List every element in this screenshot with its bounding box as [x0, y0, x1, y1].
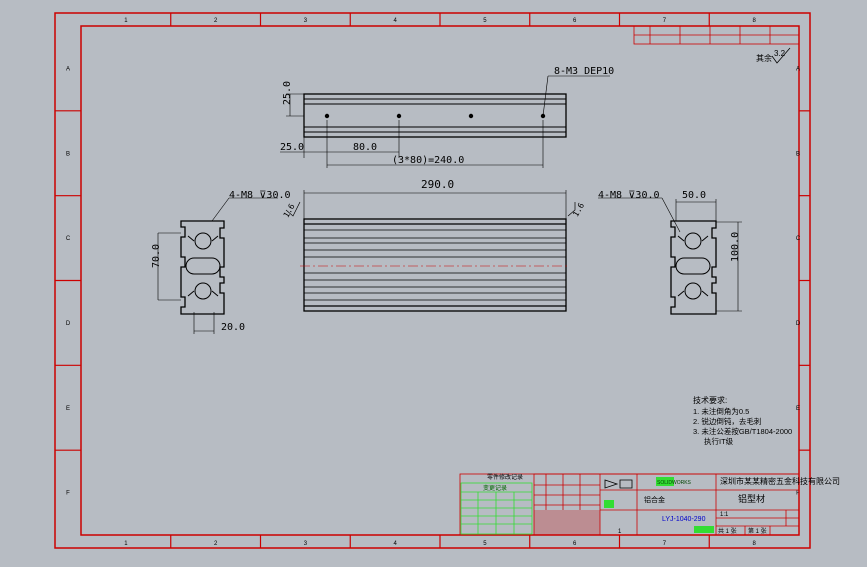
zone-col-top-6: 6: [573, 18, 577, 24]
zone-row-left-E: E: [66, 406, 70, 412]
dim-front-length: 290.0: [421, 178, 454, 191]
projection-symbol-icon: [604, 479, 633, 489]
dim-top-height: 25.0: [282, 81, 293, 105]
zone-col-bottom-4: 4: [393, 541, 397, 547]
zone-col-top-7: 7: [663, 18, 667, 24]
zone-row-left-D: D: [66, 321, 71, 327]
zone-col-top-3: 3: [304, 18, 308, 24]
outer-border: [54, 12, 811, 549]
zone-row-right-B: B: [796, 151, 800, 157]
scale: 1:1: [720, 512, 729, 518]
roughness-value: 3.2: [774, 49, 786, 58]
tech-item-3: 3. 未注公差按GB/T1804-2000: [693, 426, 792, 436]
right-section: [670, 220, 717, 315]
zone-row-left-C: C: [66, 236, 71, 242]
zone-col-bottom-7: 7: [663, 541, 667, 547]
green-record-table: [460, 482, 533, 535]
zone-row-left-F: F: [66, 491, 70, 497]
zone-col-bottom-6: 6: [573, 541, 577, 547]
general-roughness: 其余 3.2: [756, 47, 791, 64]
zone-row-right-D: D: [796, 321, 801, 327]
drawing-number: LYJ-1040-290: [662, 516, 706, 523]
zone-col-top-8: 8: [752, 18, 756, 24]
zone-row-right-F: F: [796, 491, 800, 497]
zone-row-right-C: C: [796, 236, 801, 242]
zone-col-bottom-2: 2: [214, 541, 218, 547]
note-tapped-holes: 8-M3 DEP10: [554, 66, 614, 77]
dim-top-edge: 25.0: [280, 142, 304, 153]
zone-col-top-2: 2: [214, 18, 218, 24]
zone-row-right-E: E: [796, 406, 800, 412]
zone-col-bottom-1: 1: [124, 541, 128, 547]
front-view: [285, 190, 576, 312]
zone-row-right-A: A: [796, 66, 800, 72]
tech-item-4: 执行IT级: [704, 436, 734, 446]
company-name: 深圳市某某精密五金科技有限公司: [720, 476, 840, 486]
top-view-labels: 25.0 25.0 80.0 (3*80)=240.0 8-M3 DEP10: [280, 66, 614, 166]
zone-col-top-1: 1: [124, 18, 128, 24]
dim-right-height: 100.0: [730, 232, 741, 262]
tech-item-2: 2. 锐边倒钝，去毛刺: [693, 416, 761, 426]
dim-top-pitch: 80.0: [353, 142, 377, 153]
roughness-label: 其余: [756, 53, 772, 63]
quantity: 1: [618, 529, 622, 535]
dim-left-width: 20.0: [221, 322, 245, 333]
tech-requirements: 技术要求: 1. 未注倒角为0.5 2. 锐边倒钝，去毛刺 3. 未注公差按GB…: [693, 395, 792, 446]
left-section: [180, 220, 225, 315]
change-header: 变更记录: [483, 484, 507, 492]
rev-header: 零件修改记录: [487, 473, 523, 481]
zone-col-top-5: 5: [483, 18, 487, 24]
zone-row-left-A: A: [66, 66, 70, 72]
title-block: 零件修改记录 变更记录 深圳市某某精密五金科技有限公司 铝型材 铝合金 LYJ-…: [459, 473, 840, 536]
material: 铝合金: [644, 495, 665, 504]
top-view: [280, 75, 610, 168]
zone-col-bottom-5: 5: [483, 541, 487, 547]
sheet-label: 共 1 张: [718, 527, 737, 535]
tech-item-1: 1. 未注倒角为0.5: [693, 406, 749, 416]
tech-heading: 技术要求:: [693, 395, 727, 405]
left-section-labels: 70.0 20.0 4-M8 ⊽30.0: [151, 190, 291, 333]
dim-right-width: 50.0: [682, 190, 706, 201]
revision-table: [633, 25, 800, 45]
green-tag: SOLIDWORKS: [657, 480, 692, 486]
left-section-dims: [157, 197, 278, 334]
drawing-name: 铝型材: [738, 493, 765, 504]
page-label: 第 1 张: [748, 527, 767, 535]
zone-col-top-4: 4: [393, 18, 397, 24]
dim-top-pattern: (3*80)=240.0: [392, 155, 464, 166]
zone-col-bottom-8: 8: [752, 541, 756, 547]
zone-row-left-B: B: [66, 151, 70, 157]
dim-left-height: 70.0: [151, 244, 162, 268]
note-left-holes: 4-M8 ⊽30.0: [229, 190, 291, 201]
right-section-dims: [598, 197, 742, 312]
zone-col-bottom-3: 3: [304, 541, 308, 547]
right-section-labels: 50.0 100.0 4-M8 ⊽30.0: [598, 190, 741, 262]
note-right-holes: 4-M8 ⊽30.0: [598, 190, 660, 201]
